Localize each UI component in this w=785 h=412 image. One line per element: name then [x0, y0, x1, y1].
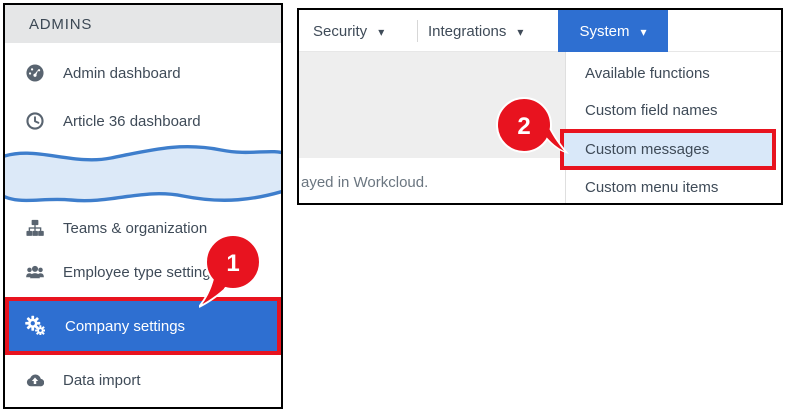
partial-body-text: ayed in Workcloud.: [301, 173, 429, 191]
menu-item-label: Custom field names: [585, 101, 718, 119]
content-omitted-wave: [5, 140, 281, 207]
chevron-down-icon: ▾: [640, 25, 647, 39]
step1-highlight-box: Company settings: [5, 297, 281, 355]
menu-item-custom-field-names[interactable]: Custom field names: [565, 94, 781, 126]
menu-item-custom-messages[interactable]: Custom messages: [585, 141, 710, 158]
cloud-upload-icon: [25, 370, 45, 390]
sidebar-item-company-settings[interactable]: Company settings: [65, 317, 186, 335]
sidebar-item-data-import[interactable]: Data import: [5, 363, 281, 397]
org-chart-icon: [25, 218, 45, 238]
step2-number: 2: [517, 113, 530, 140]
sidebar-header-label: ADMINS: [29, 15, 93, 33]
sidebar-item-admin-dashboard[interactable]: Admin dashboard: [5, 56, 281, 90]
system-dropdown-menu: [565, 52, 781, 203]
sidebar-item-employee-type-setting[interactable]: Employee type setting: [5, 255, 281, 289]
step2-highlight-box: Custom messages: [560, 129, 776, 170]
sidebar-header: ADMINS: [5, 5, 281, 43]
menu-item-custom-menu-items[interactable]: Custom menu items: [565, 171, 781, 203]
gears-icon: [25, 315, 47, 337]
chevron-down-icon: ▾: [517, 25, 524, 39]
chevron-down-icon: ▾: [378, 25, 385, 39]
users-icon: [25, 262, 45, 282]
menu-item-available-functions[interactable]: Available functions: [565, 57, 781, 89]
menu-item-label: Custom menu items: [585, 178, 719, 196]
gauge-icon: [25, 63, 45, 83]
sidebar-item-label: Article 36 dashboard: [63, 112, 201, 130]
step2-callout-badge: 2: [496, 97, 569, 155]
tab-system[interactable]: System ▾: [558, 10, 668, 52]
sidebar-item-teams-organization[interactable]: Teams & organization: [5, 211, 281, 245]
sidebar-item-label: Admin dashboard: [63, 64, 181, 82]
tab-label: System: [579, 22, 630, 40]
step1-callout-badge: 1: [199, 234, 261, 308]
sidebar-item-label: Data import: [63, 371, 141, 389]
tab-label: Integrations: [428, 22, 507, 40]
tab-label: Security: [313, 22, 368, 40]
menu-item-label: Available functions: [585, 64, 710, 82]
tab-integrations[interactable]: Integrations ▾: [428, 10, 523, 52]
sidebar-item-label: Teams & organization: [63, 219, 208, 237]
sidebar-item-label: Employee type setting: [63, 263, 211, 281]
system-menu-panel: Security ▾ Integrations ▾ System ▾ ayed …: [297, 8, 783, 205]
tab-security[interactable]: Security ▾: [313, 10, 384, 52]
sidebar-item-article36-dashboard[interactable]: Article 36 dashboard: [5, 104, 281, 138]
tab-divider: [417, 20, 418, 42]
tab-bar: Security ▾ Integrations ▾ System ▾: [299, 10, 781, 52]
clock-icon: [25, 111, 45, 131]
admin-sidebar-panel: ADMINS Admin dashboard Article 36 dashbo…: [3, 3, 283, 409]
step1-number: 1: [226, 250, 239, 277]
